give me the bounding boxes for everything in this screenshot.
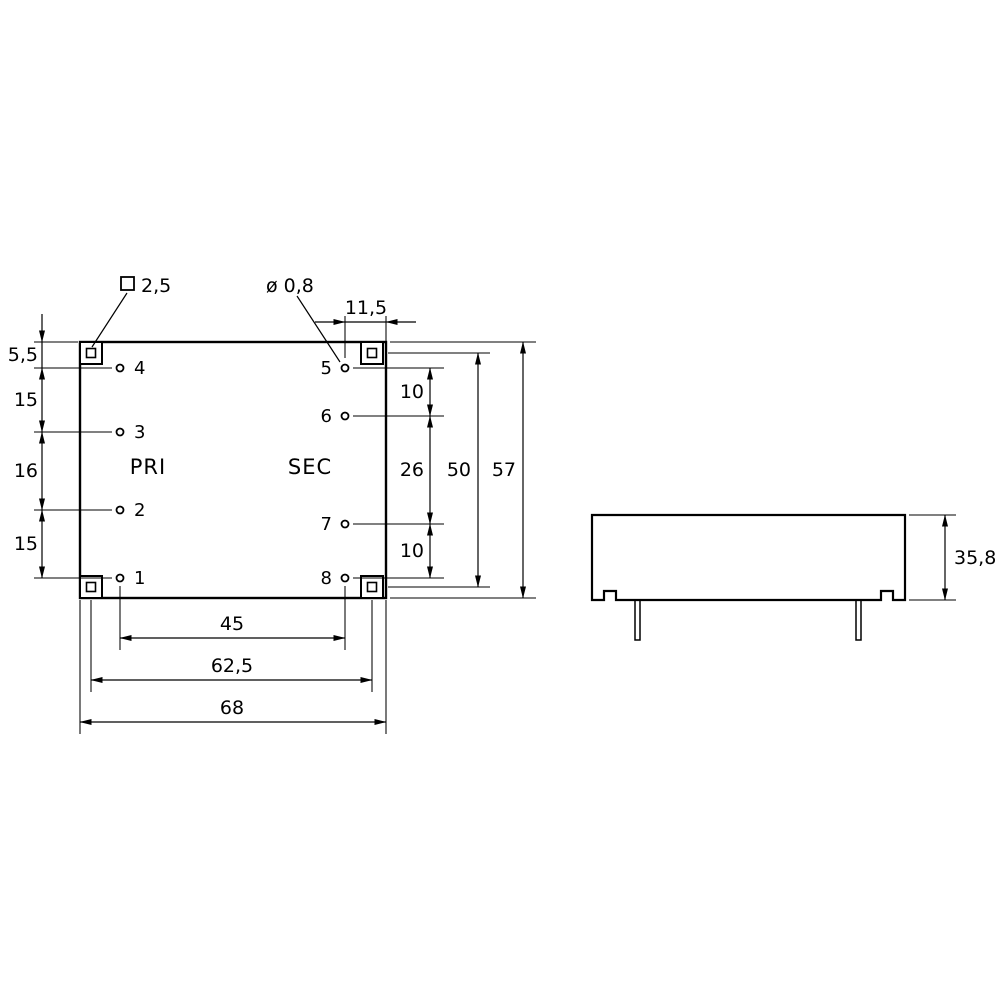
dim-body-width: 68 [79, 600, 387, 734]
dimension-label: 5,5 [8, 344, 38, 366]
side-view-right-pin [855, 599, 862, 641]
leader-line [91, 292, 128, 348]
pin-6-circle [340, 411, 350, 421]
dimension-label: 57 [492, 459, 516, 481]
pin-7-label: 7 [321, 514, 332, 535]
dimension-label: 50 [447, 459, 471, 481]
callout-pad-square-label: 2,5 [141, 275, 171, 297]
side-view: 35,8 [590, 513, 996, 641]
dimension-label: 45 [220, 613, 244, 635]
side-view-left-pin [634, 599, 641, 641]
secondary-winding-label: SEC [288, 455, 332, 479]
dim-top-pin-to-edge: 11,5 [315, 297, 416, 358]
dim-pad-span-horizontal: 62,5 [90, 600, 373, 692]
corner-pad-bottom-left [79, 575, 103, 599]
dimension-label: 15 [14, 389, 38, 411]
dim-left-chain: 5,5 15 16 15 [8, 314, 112, 579]
pin-4-circle [115, 363, 125, 373]
dim-pin-span-horizontal: 45 [119, 586, 346, 650]
dimension-label: 26 [400, 459, 424, 481]
dimension-label: 35,8 [954, 547, 996, 569]
side-view-body-outline [590, 513, 907, 602]
dim-right-chain: 10 26 10 [353, 367, 444, 579]
square-symbol-icon [120, 276, 135, 291]
callout-pad-square: 2,5 [91, 275, 171, 348]
pin-4-label: 4 [134, 358, 145, 379]
pin-3-label: 3 [134, 422, 145, 443]
dimension-label: 10 [400, 381, 424, 403]
pad-inner [366, 347, 378, 359]
leader-line [296, 295, 341, 363]
dim-side-height: 35,8 [909, 514, 996, 601]
dimension-label: 62,5 [211, 655, 253, 677]
dimension-label: 11,5 [345, 297, 387, 319]
pin-6-label: 6 [321, 406, 332, 427]
pin-1-circle [115, 573, 125, 583]
primary-winding-label: PRI [130, 455, 166, 479]
pad-inner [85, 347, 97, 359]
pin-8-circle [340, 573, 350, 583]
transformer-body-outline [78, 340, 388, 600]
front-view: 4 3 2 1 5 6 7 8 PRI SEC 2,5 ø 0,8 11,5 [8, 275, 536, 734]
corner-pad-top-right [360, 341, 384, 365]
pad-inner [85, 581, 97, 593]
corner-pad-top-left [79, 341, 103, 365]
callout-pin-diameter-label: ø 0,8 [266, 275, 314, 297]
callout-pin-diameter: ø 0,8 [266, 275, 341, 363]
pin-2-circle [115, 505, 125, 515]
pad-inner [366, 581, 378, 593]
pin-7-circle [340, 519, 350, 529]
dimension-label: 68 [220, 697, 244, 719]
dim-pad-span-vertical: 50 [388, 352, 490, 588]
pin-5-circle [340, 363, 350, 373]
pin-3-circle [115, 427, 125, 437]
pin-8-label: 8 [321, 568, 332, 589]
pin-1-label: 1 [134, 568, 145, 589]
pin-5-label: 5 [321, 358, 332, 379]
dimension-label: 15 [14, 533, 38, 555]
pin-2-label: 2 [134, 500, 145, 521]
dimension-label: 10 [400, 540, 424, 562]
corner-pad-bottom-right [360, 575, 384, 599]
dimension-label: 16 [14, 460, 38, 482]
dim-body-height: 57 [390, 341, 536, 599]
